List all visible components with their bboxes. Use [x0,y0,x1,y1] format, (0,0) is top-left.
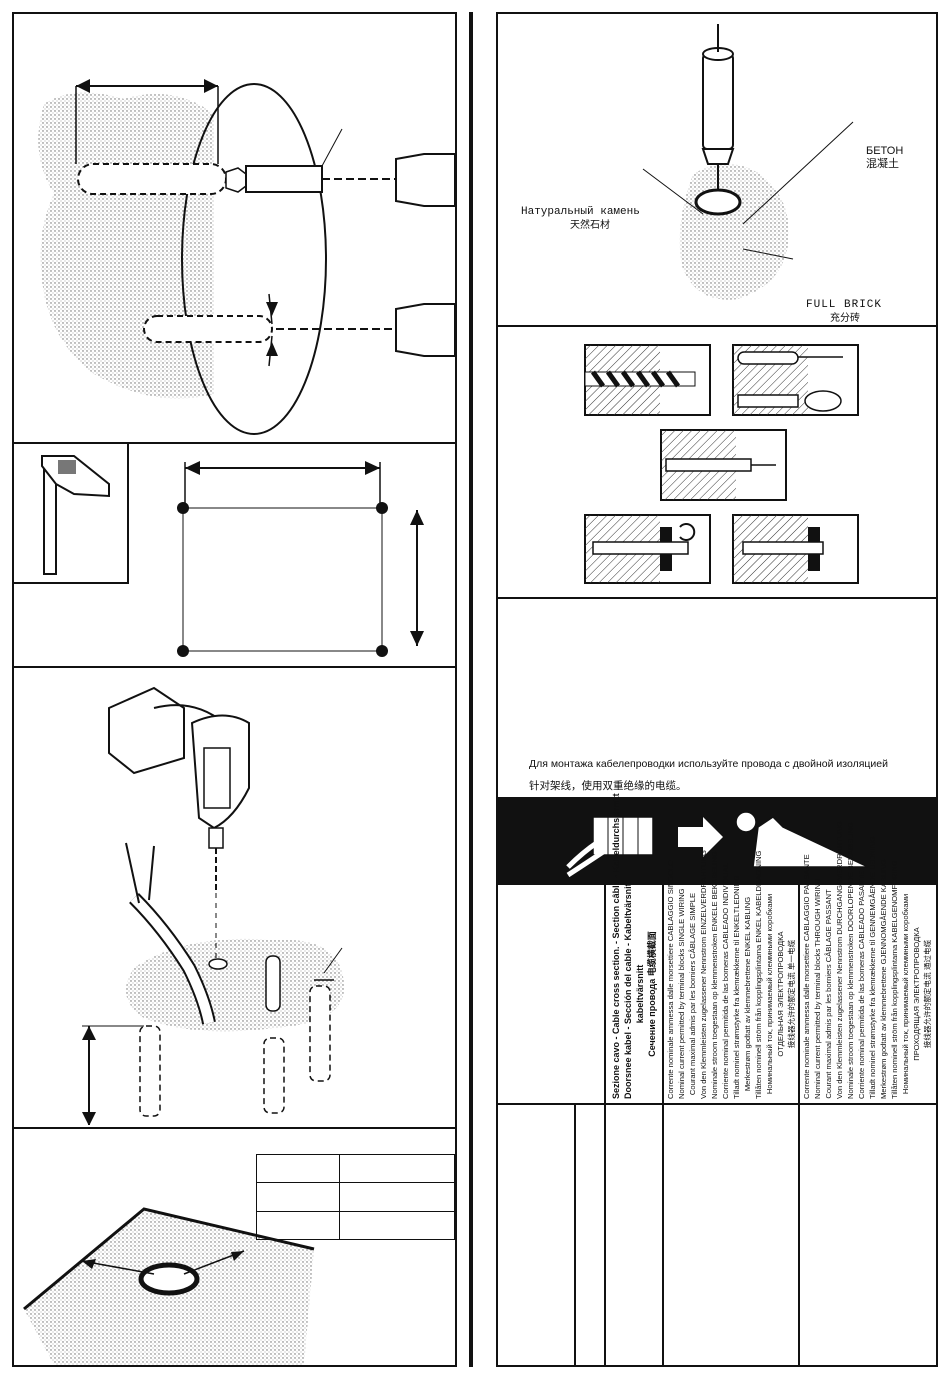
divider-left-3 [12,1127,457,1129]
wiring-note-ru: Для монтажа кабелепроводки используйте п… [529,758,888,770]
bollard-lamp-icon [41,455,110,575]
through-wiring-text: Corrente nominale ammessa dalle morsetti… [802,821,932,1099]
reference-table-left [256,1153,455,1241]
wall-anchor-materials-illustration [642,24,854,300]
anchor-step-1 [584,344,711,416]
mounting-template-diagram [177,461,424,657]
full-brick-cn-label: 充分砖 [830,313,860,324]
wiring-note-cn: 针对架线，使用双重绝缘的电缆。 [529,780,687,792]
divider-left-1 [12,442,457,444]
single-wiring-text: Corrente nominale ammessa dalle morsetti… [666,850,796,1099]
anchor-step-2 [732,344,859,416]
anchor-steps-diagram [584,344,859,584]
divider-right-2 [496,597,938,599]
floor-drilling-illustration [82,686,344,1125]
cable-section-empty-row [498,1105,936,1365]
anchor-step-3 [660,429,787,501]
floor-corner-illustration [23,1207,315,1365]
divider-right-1 [496,325,938,327]
natural-stone-cn-label: 天然石材 [570,220,610,231]
wall-drilling-illustration [38,79,455,435]
divider-left-2 [12,666,457,668]
natural-stone-label: Натуральный камень [521,206,640,218]
cable-section-title: Sezione cavo - Cable cross section. - Se… [611,793,657,1099]
concrete-label: БЕТОН [866,145,904,157]
wiring-banner-illustration [566,811,869,878]
cable-section-table: Sezione cavo - Cable cross section. - Se… [498,793,936,1103]
center-divider [469,12,473,1367]
concrete-cn-label: 混凝土 [866,158,899,170]
anchor-step-4 [584,514,711,584]
divider-right-3 [496,1103,938,1105]
anchor-step-5 [732,514,859,584]
full-brick-label: FULL BRICK [806,299,883,311]
